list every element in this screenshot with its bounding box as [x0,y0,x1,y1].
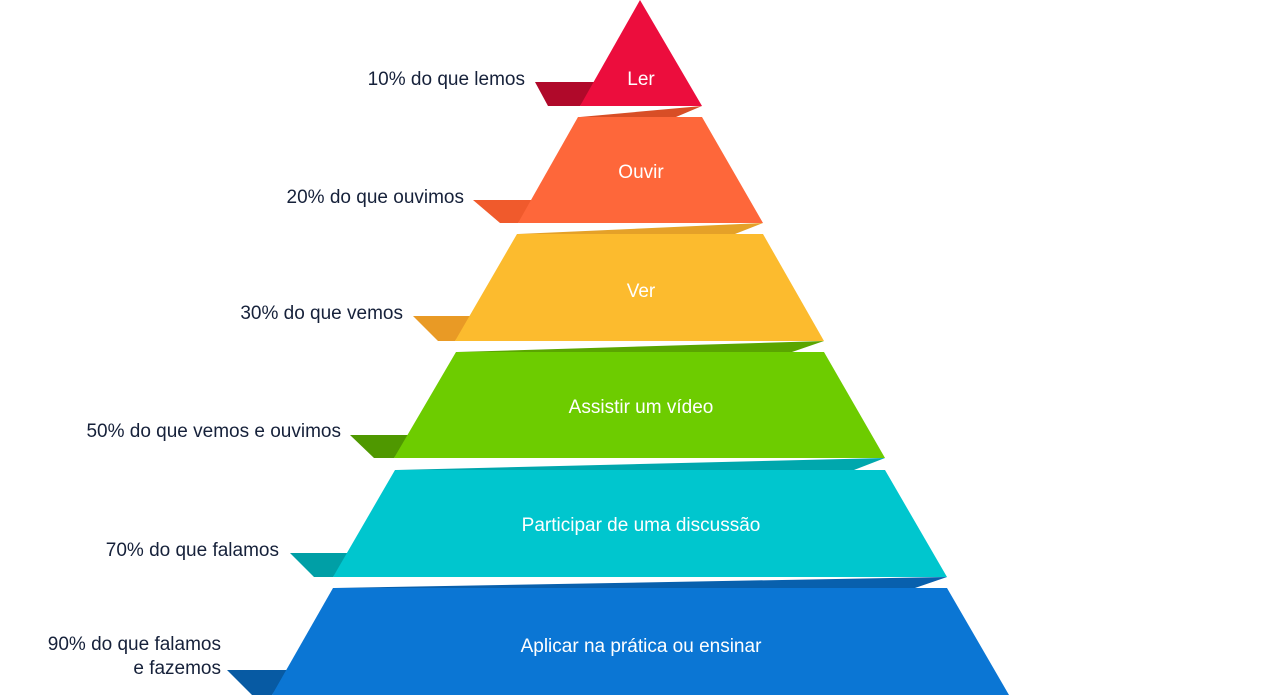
retention-label-line: 30% do que vemos [240,303,403,324]
tier-ribbon-shade [518,223,763,234]
retention-label: 70% do que falamos [106,539,279,563]
retention-label-line: 50% do que vemos e ouvimos [86,421,341,442]
retention-label: 20% do que ouvimos [287,186,464,210]
retention-label-line: 70% do que falamos [105,540,279,561]
pyramid-tier: Participar de uma discussão [290,458,947,577]
retention-label: 30% do que vemos [240,302,403,326]
pyramid-tier: Assistir um vídeo [350,341,885,458]
pyramid-tier: Ver [413,223,824,341]
tier-title: Assistir um vídeo [569,397,714,418]
tier-ribbon-shade [396,458,885,470]
tier-ribbon-shade [580,106,702,117]
tier-fold-tab [535,82,598,106]
tier-title: Participar de uma discussão [522,515,761,536]
tier-shape [518,117,763,223]
tier-ribbon-shade [457,341,824,352]
retention-label: 90% do que falamos e fazemos [48,633,221,681]
tier-shape [272,588,1009,695]
tier-title: Ver [627,281,656,302]
tier-fold-tab [227,670,289,695]
tier-fold-tab [350,435,412,458]
tier-fold-tab [473,200,537,223]
tier-title: Aplicar na prática ou ensinar [521,636,762,657]
tier-ribbon-shade [334,577,947,588]
retention-label-line: 20% do que ouvimos [286,187,464,208]
retention-label: 50% do que vemos e ouvimos [86,420,341,444]
retention-label: 10% do que lemos [368,68,525,92]
retention-label-line: 10% do que lemos [367,69,525,90]
tier-title: Ouvir [618,162,664,183]
tier-title: Ler [627,69,655,90]
pyramid-tier: Ouvir [473,106,763,223]
retention-label-line: 90% do que falamos [47,634,221,655]
retention-label-line: e fazemos [133,658,221,679]
tier-shape [580,0,702,106]
pyramid-tier: Aplicar na prática ou ensinar [227,577,1009,695]
tier-shape [333,470,947,577]
tier-shape [394,352,885,458]
pyramid-tier: Ler [535,0,702,106]
tier-shape [455,234,824,341]
